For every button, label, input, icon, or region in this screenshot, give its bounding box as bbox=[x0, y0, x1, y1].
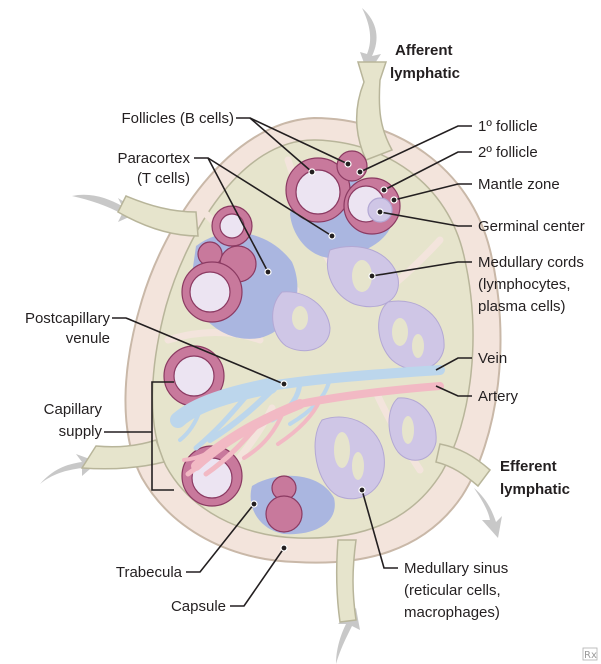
medullary-sinus-label: Medullary sinus bbox=[404, 560, 508, 577]
germinal-center-label: Germinal center bbox=[478, 218, 585, 235]
medullary-sinus-label-line2: (reticular cells, bbox=[404, 582, 501, 599]
afferent-vessel-left bbox=[118, 196, 198, 236]
afferent-label-line2: lymphatic bbox=[390, 65, 460, 82]
follicle-left-top bbox=[212, 206, 252, 246]
secondary-follicle-label: 2º follicle bbox=[478, 144, 538, 161]
capillary-label: Capillary bbox=[44, 401, 103, 418]
paracortex-label-line2: (T cells) bbox=[137, 170, 190, 187]
artery-label: Artery bbox=[478, 388, 519, 405]
capillary-label-line2: supply bbox=[59, 423, 103, 440]
vein-label: Vein bbox=[478, 350, 507, 367]
postcapillary-label-line2: venule bbox=[66, 330, 110, 347]
lymph-node bbox=[82, 62, 501, 622]
trabecula-dot bbox=[251, 501, 257, 507]
medullary-cords-label: Medullary cords bbox=[478, 254, 584, 271]
paracortex-label: Paracortex bbox=[117, 150, 190, 167]
follicles-dot-2 bbox=[345, 161, 351, 167]
mantle-zone-dot bbox=[391, 197, 397, 203]
bottom-vessel bbox=[337, 540, 356, 622]
primary-follicle-dot bbox=[357, 169, 363, 175]
capsule-label: Capsule bbox=[171, 598, 226, 615]
medullary-cords-dot bbox=[369, 273, 375, 279]
capsule-dot bbox=[281, 545, 287, 551]
medullary-sinus-dot bbox=[359, 487, 365, 493]
primary-follicle-label: 1º follicle bbox=[478, 118, 538, 135]
follicle-left-large bbox=[182, 262, 242, 322]
postcapillary-dot bbox=[281, 381, 287, 387]
medullary-sinus-label-line3: macrophages) bbox=[404, 604, 500, 621]
medullary-cords-label-line2: (lymphocytes, bbox=[478, 276, 571, 293]
efferent-label: Efferent bbox=[500, 458, 557, 475]
primary-follicle bbox=[337, 151, 367, 181]
trabecula-label: Trabecula bbox=[116, 564, 183, 581]
afferent-vessel-top bbox=[357, 62, 392, 160]
efferent-label-line2: lymphatic bbox=[500, 481, 570, 498]
afferent-label: Afferent bbox=[395, 42, 453, 59]
follicles-dot bbox=[309, 169, 315, 175]
follicles-label: Follicles (B cells) bbox=[121, 110, 234, 127]
rx-mark: Rx bbox=[584, 650, 597, 661]
medullary-cords-label-line3: plasma cells) bbox=[478, 298, 566, 315]
secondary-follicle-dot bbox=[381, 187, 387, 193]
postcapillary-label: Postcapillary bbox=[25, 310, 111, 327]
paracortex-dot bbox=[265, 269, 271, 275]
paracortex-dot-2 bbox=[329, 233, 335, 239]
mantle-zone-label: Mantle zone bbox=[478, 176, 560, 193]
efferent-arrow-icon bbox=[474, 488, 502, 538]
germinal-center-dot bbox=[377, 209, 383, 215]
